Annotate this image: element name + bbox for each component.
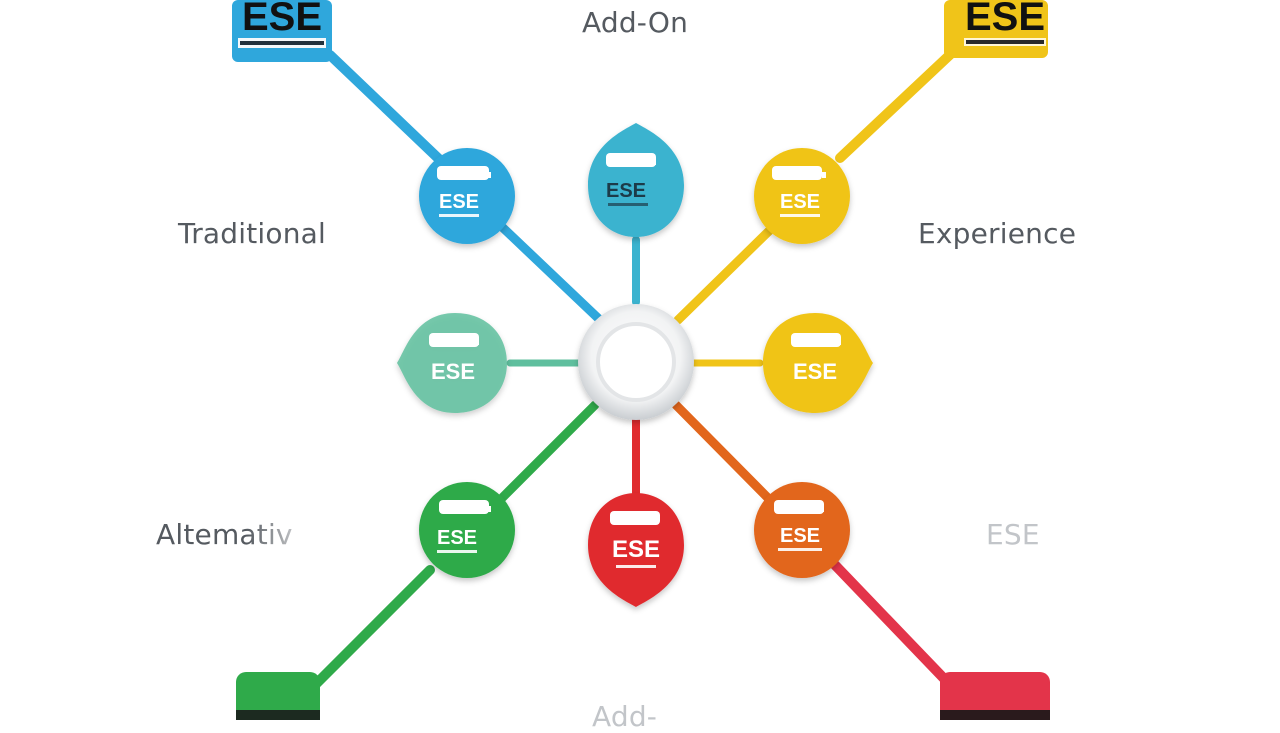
node-green[interactable]: ESE bbox=[419, 482, 515, 578]
logo-tile-top-left: ESE bbox=[232, 0, 332, 62]
node-yellow-upper[interactable]: ESE bbox=[754, 148, 850, 244]
connector-red-outer bbox=[830, 560, 960, 695]
connector-green-outer bbox=[305, 565, 435, 695]
connector-green-inner bbox=[490, 400, 600, 510]
logo-text: ESE bbox=[965, 0, 1045, 39]
logo-text: ESE bbox=[242, 0, 322, 39]
label-bottom: Add- bbox=[592, 700, 658, 733]
node-logo-text: ESE bbox=[780, 525, 820, 547]
label-alternative: Altemativ bbox=[156, 518, 293, 551]
center-hub[interactable] bbox=[578, 304, 694, 420]
label-top: Add-On bbox=[582, 6, 689, 39]
logo-tile-bottom-left bbox=[236, 672, 320, 720]
logo-tile-top-right: ESE bbox=[944, 0, 1048, 58]
node-logo-text: ESE bbox=[439, 191, 479, 213]
connectors bbox=[305, 45, 960, 695]
connector-yellow-outer bbox=[835, 45, 960, 163]
node-logo-text: ESE bbox=[606, 180, 646, 202]
connector-orange-inner bbox=[671, 400, 775, 505]
connector-yellow-inner bbox=[673, 225, 775, 325]
node-mint[interactable]: ESE bbox=[397, 313, 507, 413]
node-yellow-right[interactable]: ESE bbox=[763, 313, 873, 413]
label-traditional: Traditional bbox=[178, 217, 326, 250]
node-logo-text: ESE bbox=[612, 536, 660, 563]
node-logo-text: ESE bbox=[780, 191, 820, 213]
logo-tile-bottom-right bbox=[940, 672, 1050, 720]
connector-blue-inner bbox=[495, 220, 605, 325]
node-red[interactable]: ESE bbox=[588, 493, 684, 607]
node-logo-text: ESE bbox=[437, 527, 477, 549]
node-logo-text: ESE bbox=[431, 359, 475, 384]
connector-blue-outer bbox=[325, 50, 445, 165]
node-logo-text: ESE bbox=[793, 359, 837, 384]
label-right-lower: ESE bbox=[986, 518, 1040, 551]
label-experience: Experience bbox=[918, 217, 1077, 250]
node-blue[interactable]: ESE bbox=[419, 148, 515, 244]
node-orange[interactable]: ESE bbox=[754, 482, 850, 578]
node-teal[interactable]: ESE bbox=[588, 123, 684, 237]
